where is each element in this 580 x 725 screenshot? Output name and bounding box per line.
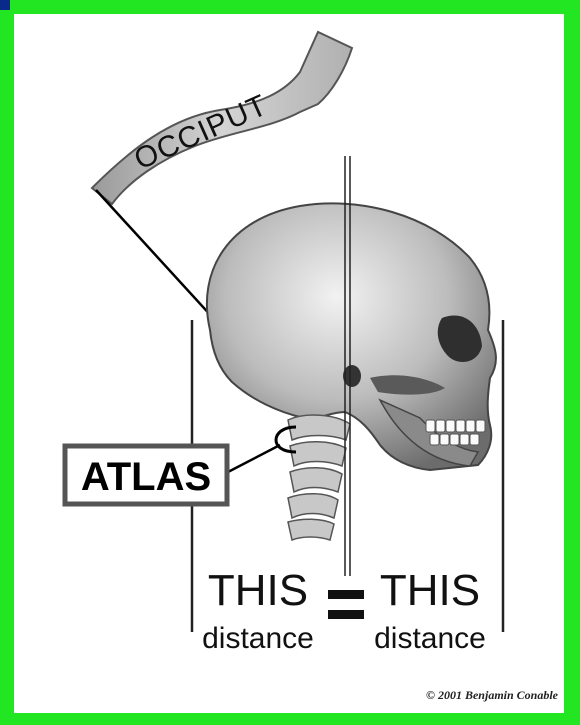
right-this-word: THIS bbox=[380, 566, 480, 615]
right-distance-word: distance bbox=[374, 622, 486, 655]
atlas-callout: ATLAS bbox=[65, 427, 296, 504]
left-measure-caption: THIS distance bbox=[202, 566, 314, 655]
occiput-banner: OCCIPUT bbox=[92, 32, 352, 204]
atlas-label: ATLAS bbox=[81, 455, 211, 499]
left-distance-word: distance bbox=[202, 622, 314, 655]
right-measure-caption: THIS distance bbox=[374, 566, 486, 655]
skull-illustration bbox=[207, 203, 496, 540]
left-this-word: THIS bbox=[208, 566, 308, 615]
equals-bar-bottom bbox=[328, 610, 364, 619]
occiput-label: OCCIPUT bbox=[129, 88, 272, 176]
copyright-notice: © 2001 Benjamin Conable bbox=[426, 688, 559, 702]
equals-sign bbox=[328, 590, 364, 619]
cervical-spine bbox=[288, 415, 350, 540]
equals-bar-top bbox=[328, 590, 364, 599]
